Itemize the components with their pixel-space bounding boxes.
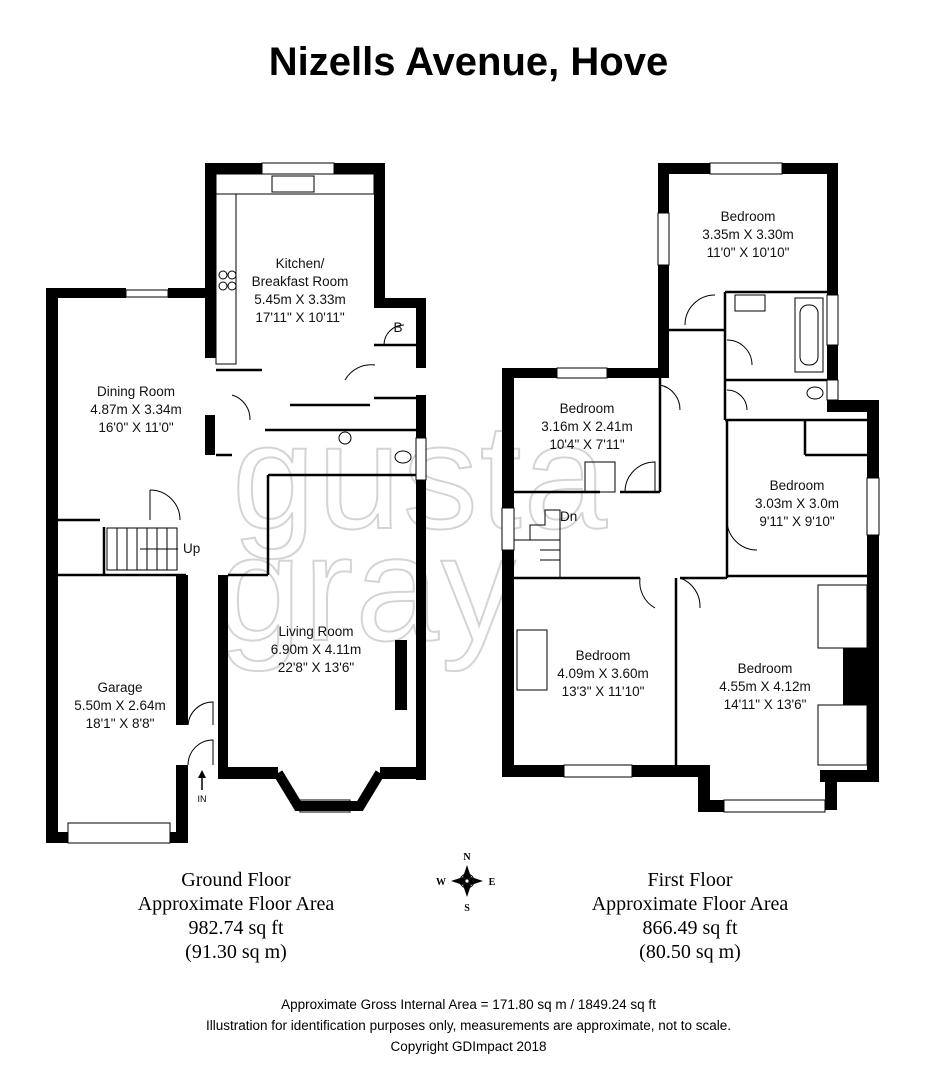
room-label-bedroom-bottom-left: Bedroom 4.09m X 3.60m 13'3" X 11'10" xyxy=(557,648,649,699)
room-name: Bedroom xyxy=(738,661,793,676)
room-name: Living Room xyxy=(278,624,353,639)
room-dimensions-imperial: 14'11" X 13'6" xyxy=(724,697,807,712)
first-floor-caption: First Floor Approximate Floor Area 866.4… xyxy=(560,868,820,964)
room-name-line-2: Breakfast Room xyxy=(252,274,349,289)
kitchen-fittings xyxy=(215,173,412,464)
entrance-label: IN xyxy=(198,794,207,804)
compass-east: E xyxy=(489,877,496,888)
ground-floor-staircase xyxy=(106,527,178,571)
room-label-bedroom-top: Bedroom 3.35m X 3.30m 11'0" X 10'10" xyxy=(702,209,794,260)
room-name: Garage xyxy=(97,680,142,695)
ground-floor-interior-walls xyxy=(58,343,416,577)
first-floor-windows xyxy=(501,162,880,813)
room-name: Bedroom xyxy=(721,209,776,224)
room-label-bedroom-bottom-right: Bedroom 4.55m X 4.12m 14'11" X 13'6" xyxy=(719,661,811,712)
room-dimensions-metric: 5.50m X 2.64m xyxy=(74,698,166,713)
first-floor-plan xyxy=(501,162,880,813)
floor-area-sq-m: (80.50 sq m) xyxy=(639,941,741,963)
room-label-living-room: Living Room 6.90m X 4.11m 22'8" X 13'6" xyxy=(271,624,362,675)
floor-area-label: Approximate Floor Area xyxy=(137,893,335,915)
room-dimensions-metric: 3.16m X 2.41m xyxy=(541,419,633,434)
floor-area-sq-ft: 866.49 sq ft xyxy=(642,917,738,939)
room-name: Bedroom xyxy=(576,648,631,663)
gross-internal-area: Approximate Gross Internal Area = 171.80… xyxy=(281,997,656,1012)
room-name: Kitchen/ xyxy=(276,256,325,271)
ground-floor-caption: Ground Floor Approximate Floor Area 982.… xyxy=(106,868,366,964)
floor-name: First Floor xyxy=(647,869,733,891)
watermark-line-2: gray xyxy=(218,504,518,672)
stairs-down-label: Dn xyxy=(560,509,577,524)
compass-south: S xyxy=(464,903,470,914)
copyright: Copyright GDImpact 2018 xyxy=(390,1039,547,1054)
room-name: Bedroom xyxy=(560,401,615,416)
room-label-dining-room: Dining Room 4.87m X 3.34m 16'0" X 11'0" xyxy=(90,384,182,435)
room-label-bedroom-small: Bedroom 3.16m X 2.41m 10'4" X 7'11" xyxy=(541,401,633,452)
room-dimensions-metric: 4.55m X 4.12m xyxy=(719,679,811,694)
watermark: gusta gray xyxy=(217,391,608,673)
floor-name: Ground Floor xyxy=(181,869,291,891)
first-floor-outer-walls xyxy=(502,163,879,812)
page-title: Nizells Avenue, Hove xyxy=(268,40,669,84)
room-label-kitchen: Kitchen/ Breakfast Room 5.45m X 3.33m 17… xyxy=(252,256,349,325)
living-room-bay-window xyxy=(273,770,385,811)
room-dimensions-imperial: 16'0" X 11'0" xyxy=(98,420,173,435)
room-dimensions-imperial: 18'1" X 8'8" xyxy=(86,716,155,731)
first-floor-interior-walls xyxy=(514,290,867,765)
room-name: Dining Room xyxy=(97,384,175,399)
room-label-garage: Garage 5.50m X 2.64m 18'1" X 8'8" xyxy=(74,680,166,731)
entrance-marker: IN xyxy=(198,770,207,804)
ground-floor-plan xyxy=(46,162,427,844)
disclaimer: Illustration for identification purposes… xyxy=(205,1018,732,1033)
room-dimensions-metric: 3.35m X 3.30m xyxy=(702,227,794,242)
room-label-bedroom-right: Bedroom 3.03m X 3.0m 9'11" X 9'10" xyxy=(755,478,839,529)
room-dimensions-metric: 3.03m X 3.0m xyxy=(755,496,839,511)
floor-area-sq-m: (91.30 sq m) xyxy=(185,941,287,963)
floor-area-sq-ft: 982.74 sq ft xyxy=(188,917,284,939)
room-dimensions-metric: 4.09m X 3.60m xyxy=(557,666,649,681)
compass-west: W xyxy=(436,877,446,888)
stairs-up-label: Up xyxy=(183,541,200,556)
footer: Approximate Gross Internal Area = 171.80… xyxy=(0,994,937,1057)
room-dimensions-imperial: 13'3" X 11'10" xyxy=(562,684,645,699)
room-dimensions-metric: 4.87m X 3.34m xyxy=(90,402,182,417)
compass-rose-icon: N S E W xyxy=(436,852,496,914)
room-dimensions-metric: 6.90m X 4.11m xyxy=(271,642,362,657)
boiler-label: B xyxy=(393,320,402,335)
room-dimensions-imperial: 17'11" X 10'11" xyxy=(255,310,345,325)
room-dimensions-imperial: 22'8" X 13'6" xyxy=(278,660,355,675)
room-dimensions-metric: 5.45m X 3.33m xyxy=(254,292,346,307)
first-floor-doors xyxy=(624,294,758,609)
room-dimensions-imperial: 9'11" X 9'10" xyxy=(759,514,834,529)
room-name: Bedroom xyxy=(770,478,825,493)
first-floor-staircase xyxy=(514,509,561,578)
chimney-breast xyxy=(205,420,213,436)
first-floor-fittings xyxy=(516,294,868,766)
floor-area-label: Approximate Floor Area xyxy=(591,893,789,915)
compass-north: N xyxy=(463,852,471,863)
room-dimensions-imperial: 10'4" X 7'11" xyxy=(549,437,624,452)
ground-floor-doors xyxy=(149,324,405,766)
room-dimensions-imperial: 11'0" X 10'10" xyxy=(707,245,790,260)
